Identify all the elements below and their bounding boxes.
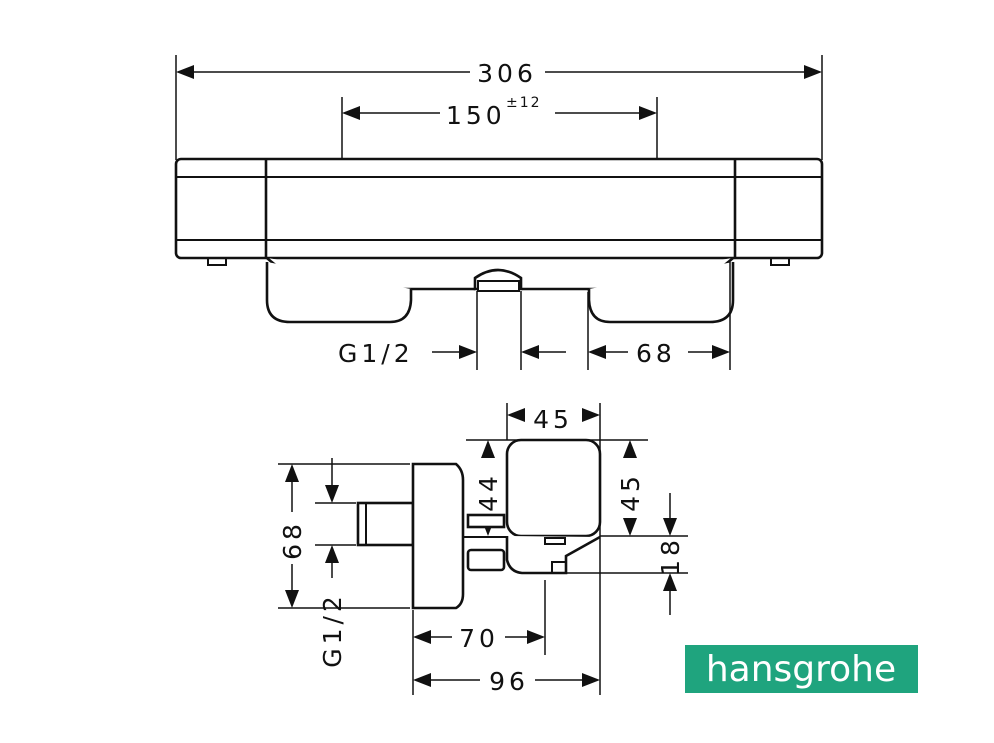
dim-inlet-thread: G1/2 xyxy=(318,592,347,668)
arrowhead xyxy=(582,673,600,687)
arrowhead xyxy=(325,485,339,503)
arrowhead xyxy=(623,518,637,536)
foot xyxy=(207,257,227,266)
thermostat-head xyxy=(505,438,602,538)
arrowhead xyxy=(325,545,339,563)
arrowhead xyxy=(639,106,657,120)
thermostat-body xyxy=(174,157,824,260)
connection-nut xyxy=(466,513,506,529)
spout-detail xyxy=(551,561,567,574)
arrowhead xyxy=(663,573,677,591)
dim-center-distance: 150 xyxy=(446,101,506,130)
dim-outlet-projection: 70 xyxy=(459,624,499,653)
dim-head-width: 45 xyxy=(533,405,573,434)
arrowhead xyxy=(527,630,545,644)
dim-head-offset: 44 xyxy=(474,472,503,512)
hansgrohe-logo: hansgrohe xyxy=(685,645,918,693)
arrowhead xyxy=(507,408,525,422)
arrowhead xyxy=(804,65,822,79)
wall-plate xyxy=(411,462,465,610)
flow-handle xyxy=(587,262,735,324)
arrowhead xyxy=(663,518,677,536)
spout xyxy=(505,535,601,575)
arrowhead xyxy=(712,345,730,359)
dim-outlet-thread: G1/2 xyxy=(338,339,414,368)
arrowhead xyxy=(623,440,637,458)
arrowhead xyxy=(413,673,431,687)
arrowhead xyxy=(588,345,606,359)
logo-background xyxy=(685,645,918,693)
arrowhead xyxy=(176,65,194,79)
temperature-handle xyxy=(265,262,413,324)
dim-head-height: 45 xyxy=(616,472,645,512)
connection-nut xyxy=(466,548,506,572)
spout-detail xyxy=(544,537,566,545)
arrowhead xyxy=(285,590,299,608)
arrowhead xyxy=(459,345,477,359)
arrowhead xyxy=(342,106,360,120)
outlet xyxy=(477,280,520,292)
arrowhead xyxy=(413,630,431,644)
side-view: 45 44 45 18 68 G1/2 70 96 xyxy=(278,403,688,696)
dim-overall-width: 306 xyxy=(477,59,537,88)
foot xyxy=(770,257,790,266)
arrowhead xyxy=(582,408,600,422)
dim-total-projection: 96 xyxy=(489,667,529,696)
arrowhead xyxy=(521,345,539,359)
arrowhead xyxy=(285,464,299,482)
logo-text: hansgrohe xyxy=(706,649,896,690)
top-view: 306 150 ±12 G1/2 68 xyxy=(174,55,824,370)
dim-outlet-to-handle: 68 xyxy=(636,339,676,368)
dim-spout-height: 18 xyxy=(656,536,685,576)
inlet-stub xyxy=(356,501,415,547)
arrowhead xyxy=(481,440,495,458)
dim-center-tolerance: ±12 xyxy=(506,95,542,111)
dimension-arrows xyxy=(176,65,822,687)
dim-plate-height: 68 xyxy=(278,520,307,560)
